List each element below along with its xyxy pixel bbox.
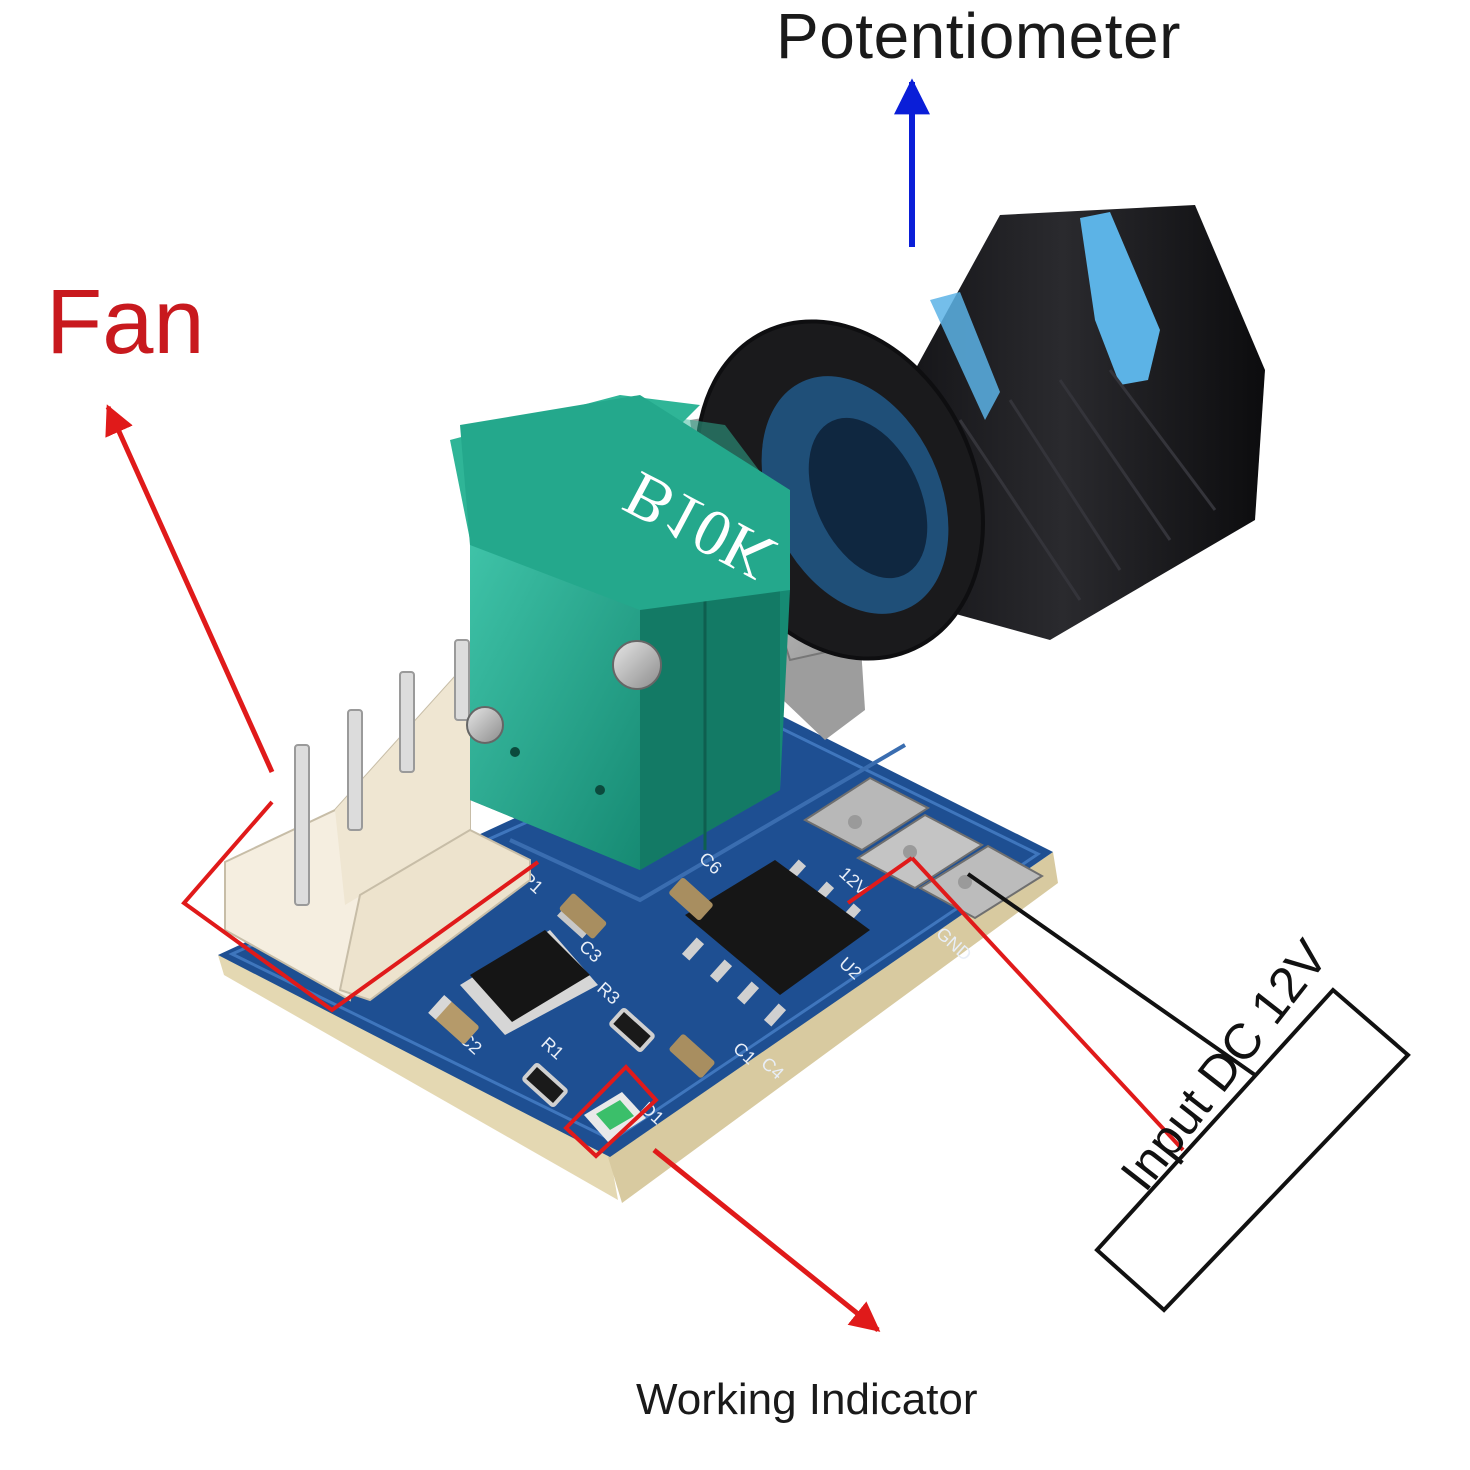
capacitor [559, 893, 607, 939]
callouts [105, 78, 1411, 1332]
capacitor [428, 995, 479, 1044]
working-indicator-label: Working Indicator [636, 1375, 978, 1424]
pot-rivet [466, 706, 504, 744]
input-black-wire [966, 872, 1257, 1077]
pin [454, 639, 470, 721]
fan-arrow [105, 404, 275, 774]
working-indicator-arrow [652, 1148, 881, 1332]
knob-stripe [1080, 212, 1160, 385]
led-indicator [584, 1092, 646, 1142]
pin [294, 744, 310, 906]
resistor [522, 1063, 568, 1107]
pad-1 [803, 776, 931, 852]
input-label-box [1094, 987, 1411, 1313]
pad-hole [848, 815, 862, 829]
pad-12v [856, 813, 984, 890]
pin [347, 709, 363, 831]
led-highlight-box [563, 1064, 659, 1159]
potentiometer: B10K [450, 205, 1265, 870]
connector-pins [294, 639, 470, 906]
fan-connector [224, 639, 531, 1002]
resistor [609, 1008, 655, 1052]
pot-body: B10K [450, 395, 790, 870]
pot-rivet [612, 640, 662, 690]
pad-hole [958, 875, 972, 889]
smd-parts [428, 878, 715, 1107]
ic-chip [681, 859, 870, 1027]
pad-hole [903, 845, 917, 859]
capacitor [669, 878, 713, 920]
input-red-wire [910, 856, 1185, 1152]
potentiometer-label: Potentiometer [776, 0, 1181, 72]
fan-label: Fan [46, 271, 205, 373]
pin [399, 671, 415, 773]
capacitor [669, 1034, 715, 1078]
fan-bracket [181, 800, 540, 1013]
